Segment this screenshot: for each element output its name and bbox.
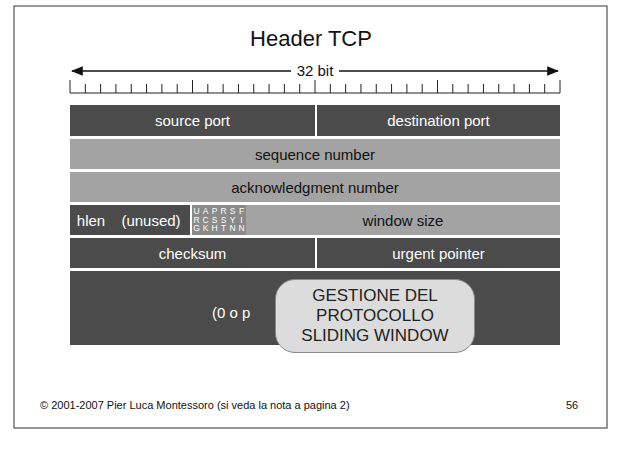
field-box: source port (70, 105, 315, 136)
ruler-tick (115, 84, 116, 93)
flag-name: RST (220, 207, 227, 233)
ruler-tick (177, 84, 178, 93)
field-box: (unused) (112, 205, 190, 235)
flag-name: SYN (229, 207, 236, 233)
ruler-tick (391, 84, 392, 93)
ruler-tick (70, 80, 71, 93)
flag-bit: RST (219, 205, 228, 235)
field-name: destination port (387, 112, 490, 129)
field-box: hlen (70, 205, 112, 235)
ruler-tick (253, 84, 254, 93)
page-number: 56 (566, 399, 578, 411)
ruler-tick (560, 80, 561, 93)
field-box: sequence number (70, 139, 560, 169)
flag-bit: URG (192, 205, 201, 235)
slide-frame (14, 6, 607, 428)
field-box: checksum (70, 238, 315, 268)
ruler-tick (360, 84, 361, 93)
flag-bit: PSH (210, 205, 219, 235)
field-box: window size (246, 205, 560, 235)
copyright-note: © 2001-2007 Pier Luca Montessoro (si ved… (40, 399, 350, 411)
ruler-tick (330, 84, 331, 93)
ruler-tick (422, 84, 423, 93)
flag-name: ACK (202, 207, 209, 233)
ruler-tick (146, 84, 147, 93)
flag-bit: ACK (201, 205, 210, 235)
ruler-tick (315, 80, 316, 93)
field-name: acknowledgment number (231, 179, 399, 196)
ruler-tick (192, 80, 193, 93)
ruler-tick (238, 84, 239, 93)
ruler-tick (452, 84, 453, 93)
ruler-tick (161, 84, 162, 93)
ruler-tick (85, 84, 86, 93)
ruler-tick (406, 84, 407, 93)
flag-bit: SYN (228, 205, 237, 235)
ruler-tick (544, 84, 545, 93)
width-label: 32 bit (291, 62, 340, 79)
flag-name: URG (193, 207, 200, 233)
ruler-tick (345, 84, 346, 93)
ruler-tick (483, 84, 484, 93)
field-box: urgent pointer (317, 238, 560, 268)
bit-ruler (70, 80, 560, 93)
ruler-tick (498, 84, 499, 93)
ruler-tick (437, 80, 438, 93)
field-name: urgent pointer (392, 245, 485, 262)
ruler-tick (131, 84, 132, 93)
ruler-tick (100, 84, 101, 93)
ruler-tick (269, 84, 270, 93)
field-name: checksum (159, 245, 227, 262)
field-name: window size (363, 212, 444, 229)
ruler-tick (376, 84, 377, 93)
field-name: sequence number (255, 146, 375, 163)
flag-name: PSH (211, 207, 218, 233)
slide-title: Header TCP (0, 26, 622, 52)
ruler-tick (514, 84, 515, 93)
field-name: hlen (77, 212, 105, 229)
ruler-tick (284, 84, 285, 93)
ruler-base (70, 93, 560, 94)
field-name: (unused) (121, 212, 180, 229)
ruler-tick (223, 84, 224, 93)
field-name: (0 o p (212, 304, 250, 321)
field-name: GESTIONE DEL PROTOCOLLO SLIDING WINDOW (300, 286, 450, 346)
callout-bubble: GESTIONE DEL PROTOCOLLO SLIDING WINDOW (275, 279, 475, 353)
ruler-tick (529, 84, 530, 93)
ruler-tick (468, 84, 469, 93)
field-name: source port (155, 112, 230, 129)
ruler-tick (207, 84, 208, 93)
flag-bit: FIN (237, 205, 246, 235)
field-box: destination port (317, 105, 560, 136)
ruler-tick (299, 84, 300, 93)
flag-name: FIN (238, 207, 245, 233)
field-box: acknowledgment number (70, 172, 560, 202)
